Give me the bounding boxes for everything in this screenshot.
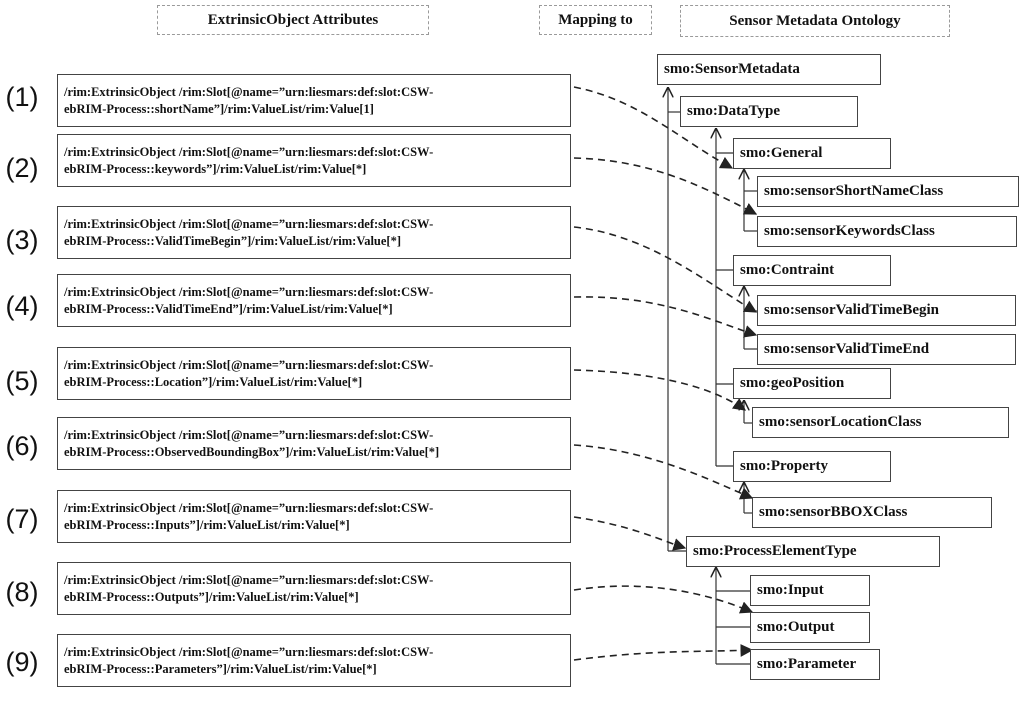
header-extrinsic-attributes: ExtrinsicObject Attributes	[157, 5, 429, 35]
row-number: (5)	[5, 366, 39, 396]
row-number: (3)	[5, 225, 39, 255]
node-parameter: smo:Parameter	[750, 649, 880, 680]
node-sensor-short-name-class: smo:sensorShortNameClass	[757, 176, 1019, 207]
attribute-line: ebRIM-Process::ObservedBoundingBox”]/rim…	[64, 445, 440, 459]
attribute-box-valid-time-end: /rim:ExtrinsicObject /rim:Slot[@name=”ur…	[57, 274, 571, 327]
node-data-type: smo:DataType	[680, 96, 858, 127]
attribute-box-location: /rim:ExtrinsicObject /rim:Slot[@name=”ur…	[57, 347, 571, 400]
row-number: (7)	[5, 504, 39, 534]
attribute-line: ebRIM-Process::ValidTimeEnd”]/rim:ValueL…	[64, 302, 393, 316]
node-sensor-location-class: smo:sensorLocationClass	[752, 407, 1009, 438]
attribute-box-short-name: /rim:ExtrinsicObject /rim:Slot[@name=”ur…	[57, 74, 571, 127]
row-number: (9)	[5, 647, 39, 677]
node-general: smo:General	[733, 138, 891, 169]
attribute-line: ebRIM-Process::ValidTimeBegin”]/rim:Valu…	[64, 234, 402, 248]
node-input: smo:Input	[750, 575, 870, 606]
node-contraint: smo:Contraint	[733, 255, 891, 286]
attribute-line: ebRIM-Process::keywords”]/rim:ValueList/…	[64, 162, 367, 176]
attribute-box-parameters: /rim:ExtrinsicObject /rim:Slot[@name=”ur…	[57, 634, 571, 687]
attribute-line: /rim:ExtrinsicObject /rim:Slot[@name=”ur…	[64, 428, 434, 442]
attribute-line: /rim:ExtrinsicObject /rim:Slot[@name=”ur…	[64, 358, 434, 372]
node-sensor-bbox-class: smo:sensorBBOXClass	[752, 497, 992, 528]
header-mapping-to: Mapping to	[539, 5, 652, 35]
attribute-line: /rim:ExtrinsicObject /rim:Slot[@name=”ur…	[64, 645, 434, 659]
header-sensor-metadata-ontology: Sensor Metadata Ontology	[680, 5, 950, 37]
attribute-box-valid-time-begin: /rim:ExtrinsicObject /rim:Slot[@name=”ur…	[57, 206, 571, 259]
attribute-box-outputs: /rim:ExtrinsicObject /rim:Slot[@name=”ur…	[57, 562, 571, 615]
ontology-tree-lines	[668, 88, 757, 665]
attribute-line: /rim:ExtrinsicObject /rim:Slot[@name=”ur…	[64, 217, 434, 231]
row-number: (2)	[5, 153, 39, 183]
attribute-line: /rim:ExtrinsicObject /rim:Slot[@name=”ur…	[64, 145, 434, 159]
node-output: smo:Output	[750, 612, 870, 643]
node-sensor-valid-time-begin: smo:sensorValidTimeBegin	[757, 295, 1016, 326]
attribute-line: ebRIM-Process::Outputs”]/rim:ValueList/r…	[64, 590, 359, 604]
node-sensor-keywords-class: smo:sensorKeywordsClass	[757, 216, 1017, 247]
row-number: (1)	[5, 82, 39, 112]
attribute-line: ebRIM-Process::Inputs”]/rim:ValueList/ri…	[64, 518, 350, 532]
attribute-box-bounding-box: /rim:ExtrinsicObject /rim:Slot[@name=”ur…	[57, 417, 571, 470]
node-property: smo:Property	[733, 451, 891, 482]
attribute-line: /rim:ExtrinsicObject /rim:Slot[@name=”ur…	[64, 285, 434, 299]
node-sensor-metadata: smo:SensorMetadata	[657, 54, 881, 85]
mapping-curves	[573, 86, 758, 661]
attribute-line: ebRIM-Process::Parameters”]/rim:ValueLis…	[64, 662, 377, 676]
attribute-box-inputs: /rim:ExtrinsicObject /rim:Slot[@name=”ur…	[57, 490, 571, 543]
row-number: (6)	[5, 431, 39, 461]
attribute-line: /rim:ExtrinsicObject /rim:Slot[@name=”ur…	[64, 573, 434, 587]
attribute-line: /rim:ExtrinsicObject /rim:Slot[@name=”ur…	[64, 85, 434, 99]
node-process-element-type: smo:ProcessElementType	[686, 536, 940, 567]
node-sensor-valid-time-end: smo:sensorValidTimeEnd	[757, 334, 1016, 365]
node-geo-position: smo:geoPosition	[733, 368, 891, 399]
row-number: (8)	[5, 577, 39, 607]
attribute-line: ebRIM-Process::shortName”]/rim:ValueList…	[64, 102, 374, 116]
attribute-line: /rim:ExtrinsicObject /rim:Slot[@name=”ur…	[64, 501, 434, 515]
row-number: (4)	[5, 291, 39, 321]
attribute-line: ebRIM-Process::Location”]/rim:ValueList/…	[64, 375, 363, 389]
attribute-box-keywords: /rim:ExtrinsicObject /rim:Slot[@name=”ur…	[57, 134, 571, 187]
